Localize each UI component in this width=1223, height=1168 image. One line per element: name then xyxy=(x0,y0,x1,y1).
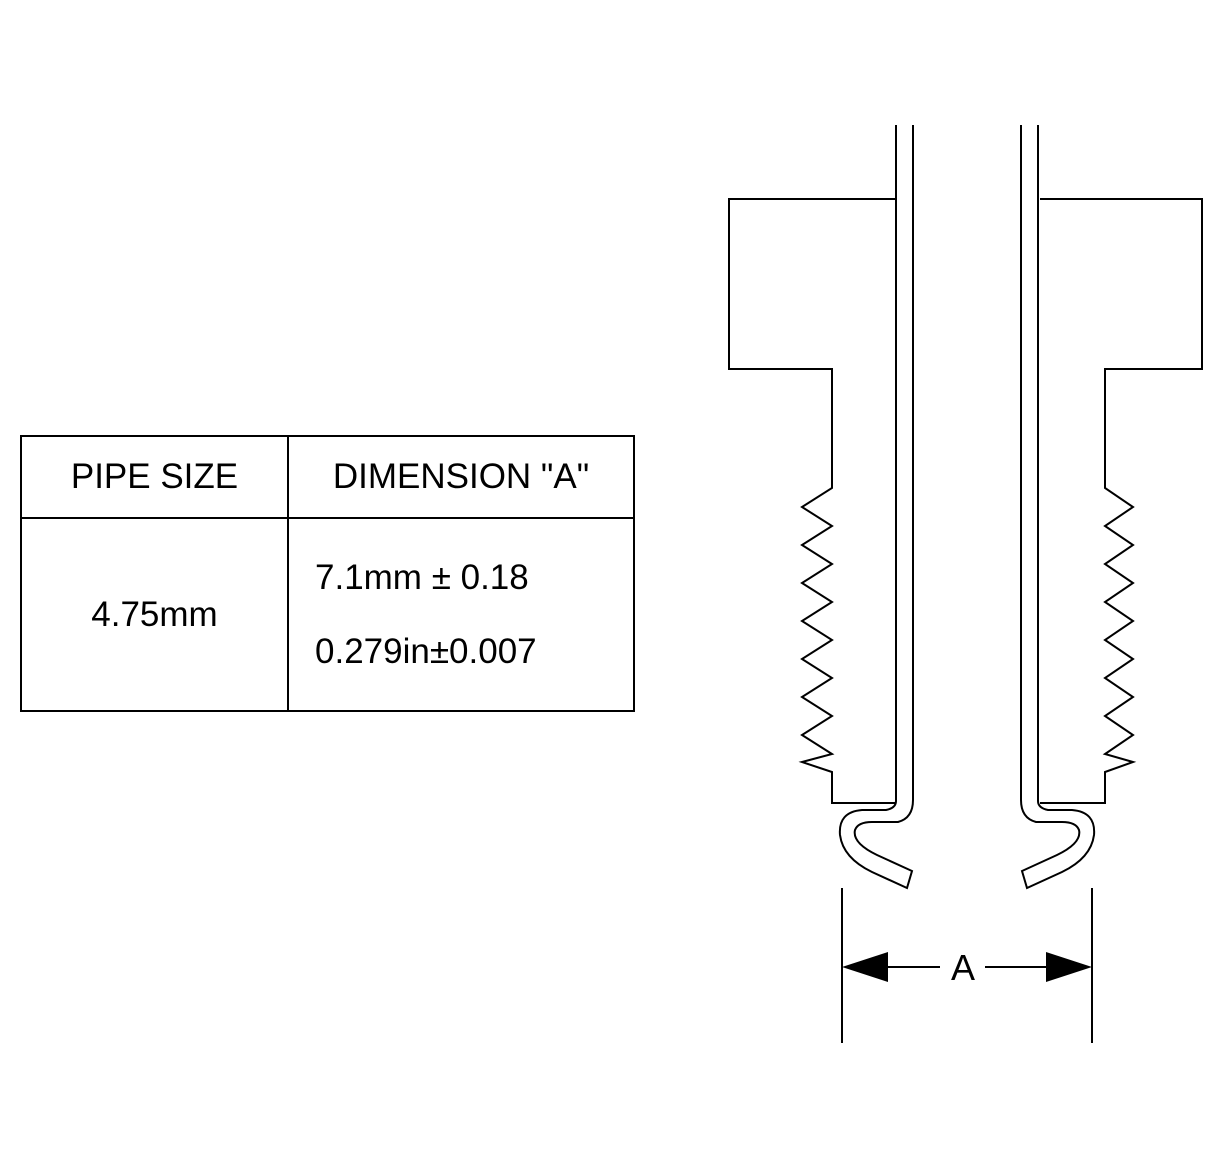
header-dimension-a: DIMENSION "A" xyxy=(287,434,635,520)
left-arrowhead xyxy=(842,952,888,982)
right-fitting-body xyxy=(1040,198,1203,804)
table-header-row: PIPE SIZE DIMENSION "A" xyxy=(20,434,635,520)
pipe-size-table: PIPE SIZE DIMENSION "A" 4.75mm 7.1mm ± 0… xyxy=(20,434,635,712)
dimension-a-cell: 7.1mm ± 0.18 0.279in±0.007 xyxy=(287,517,635,712)
header-pipe-size: PIPE SIZE xyxy=(20,434,289,520)
dimension-a-label: A xyxy=(951,947,975,988)
left-fitting-body xyxy=(728,198,896,804)
right-arrowhead xyxy=(1046,952,1092,982)
left-pipe-wall xyxy=(838,125,914,890)
dimension-a-imperial: 0.279in±0.007 xyxy=(315,631,537,671)
pipe-size-value: 4.75mm xyxy=(20,517,289,712)
right-pipe-wall xyxy=(1020,125,1096,890)
dimension-a-metric: 7.1mm ± 0.18 xyxy=(315,557,529,597)
table-row: 4.75mm 7.1mm ± 0.18 0.279in±0.007 xyxy=(20,517,635,712)
